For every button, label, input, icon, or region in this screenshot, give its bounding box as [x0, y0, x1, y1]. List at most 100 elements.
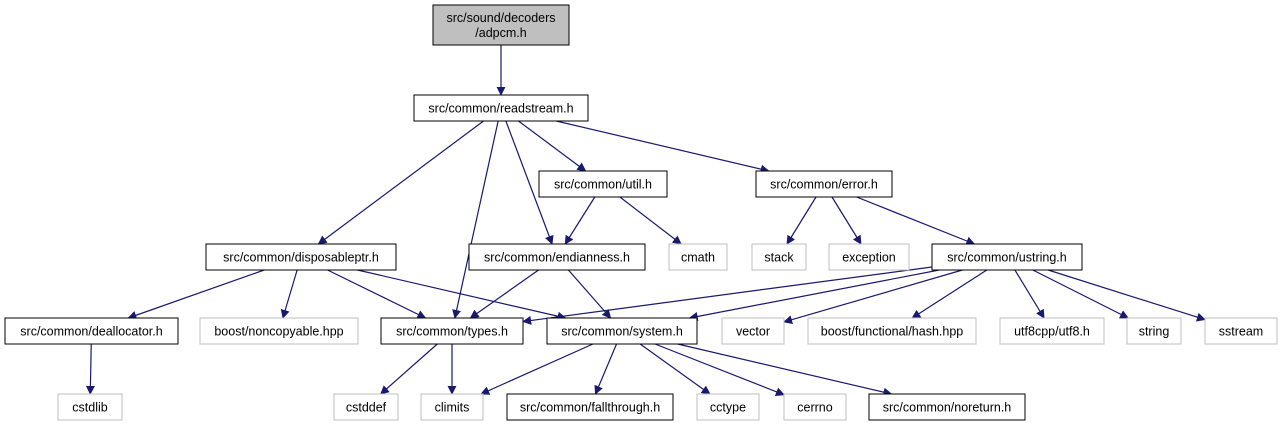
node-box — [807, 317, 977, 345]
node-box — [420, 393, 484, 421]
node-readstream[interactable]: src/common/readstream.h — [413, 94, 589, 122]
node-adpcm[interactable]: src/sound/decoders/adpcm.h — [432, 4, 570, 46]
node-label: src/common/ustring.h — [947, 251, 1067, 265]
node-label: cerrno — [797, 401, 832, 415]
node-label: src/common/endianness.h — [484, 251, 630, 265]
node-box — [828, 243, 910, 271]
node-box — [668, 243, 728, 271]
node-disposableptr[interactable]: src/common/disposableptr.h — [205, 243, 397, 271]
node-deallocator[interactable]: src/common/deallocator.h — [4, 317, 179, 345]
node-label: src/common/error.h — [770, 178, 878, 192]
node-fallthrough[interactable]: src/common/fallthrough.h — [506, 393, 674, 421]
node-sstream: sstream — [1204, 317, 1278, 345]
edge-disposableptr-to-types — [327, 269, 427, 319]
node-box — [380, 317, 524, 345]
node-label: /adpcm.h — [475, 26, 526, 40]
node-label: boost/noncopyable.hpp — [214, 325, 343, 339]
node-box — [506, 393, 674, 421]
edge-endianness-to-types — [469, 269, 539, 319]
node-box — [868, 393, 1026, 421]
edge-ustring-to-utf8 — [1014, 269, 1045, 319]
node-label: string — [1139, 325, 1170, 339]
node-label: src/common/types.h — [396, 325, 508, 339]
node-label: stack — [764, 251, 794, 265]
edge-disposableptr-to-system — [357, 269, 567, 321]
nodes: src/sound/decoders/adpcm.h src/common/rea… — [4, 4, 1278, 421]
node-box — [538, 170, 668, 198]
node-label: src/common/readstream.h — [428, 102, 573, 116]
node-hash: boost/functional/hash.hpp — [807, 317, 977, 345]
node-label: cstddef — [346, 401, 387, 415]
node-box — [432, 4, 570, 46]
edge-deallocator-to-cstdlib — [85, 343, 95, 395]
node-exception: exception — [828, 243, 910, 271]
node-label: src/common/disposableptr.h — [223, 251, 379, 265]
node-box — [783, 393, 847, 421]
node-types[interactable]: src/common/types.h — [380, 317, 524, 345]
node-label: exception — [842, 251, 896, 265]
node-string: string — [1126, 317, 1182, 345]
edge-system-to-climits — [480, 343, 594, 395]
node-util[interactable]: src/common/util.h — [538, 170, 668, 198]
node-box — [468, 243, 646, 271]
edge-ustring-to-vector — [783, 269, 963, 325]
edge-system-to-cerrno — [654, 343, 785, 397]
node-box — [4, 317, 179, 345]
node-box — [1126, 317, 1182, 345]
edge-error-to-stack — [786, 196, 817, 245]
edges — [85, 45, 1206, 397]
node-label: src/common/util.h — [554, 178, 652, 192]
edge-system-to-cctype — [639, 343, 711, 395]
node-system[interactable]: src/common/system.h — [546, 317, 698, 345]
node-label: boost/functional/hash.hpp — [821, 325, 964, 339]
node-vector: vector — [721, 317, 785, 345]
node-endianness[interactable]: src/common/endianness.h — [468, 243, 646, 271]
edge-disposableptr-to-noncopyable — [280, 269, 298, 319]
node-noreturn[interactable]: src/common/noreturn.h — [868, 393, 1026, 421]
edge-system-to-fallthrough — [594, 343, 618, 395]
edge-util-to-endianness — [564, 196, 596, 245]
node-label: climits — [435, 401, 470, 415]
edge-endianness-to-system — [567, 269, 612, 319]
node-label: sstream — [1219, 325, 1263, 339]
edge-ustring-to-types — [522, 266, 933, 325]
edge-readstream-to-error — [556, 120, 770, 174]
node-stack: stack — [751, 243, 807, 271]
node-box — [413, 94, 589, 122]
node-box — [931, 243, 1083, 271]
node-box — [696, 393, 760, 421]
node-noncopyable: boost/noncopyable.hpp — [199, 317, 359, 345]
edge-readstream-to-disposableptr — [317, 120, 484, 245]
node-label: src/common/fallthrough.h — [520, 401, 660, 415]
edge-disposableptr-to-deallocator — [127, 269, 265, 320]
node-cstdlib: cstdlib — [57, 393, 123, 421]
node-label: cmath — [681, 251, 715, 265]
node-ustring[interactable]: src/common/ustring.h — [931, 243, 1083, 271]
node-cstddef: cstddef — [333, 393, 399, 421]
node-box — [755, 170, 893, 198]
node-box — [57, 393, 123, 421]
edge-types-to-cstddef — [380, 343, 438, 395]
node-box — [1204, 317, 1278, 345]
node-box — [546, 317, 698, 345]
node-box — [999, 317, 1105, 345]
edge-error-to-exception — [831, 196, 862, 245]
node-cerrno: cerrno — [783, 393, 847, 421]
node-label: cctype — [710, 401, 746, 415]
edge-readstream-to-endianness — [505, 120, 554, 245]
node-box — [205, 243, 397, 271]
node-label: utf8cpp/utf8.h — [1014, 325, 1090, 339]
node-label: cstdlib — [72, 401, 107, 415]
node-error[interactable]: src/common/error.h — [755, 170, 893, 198]
edge-error-to-ustring — [856, 196, 976, 246]
node-utf8: utf8cpp/utf8.h — [999, 317, 1105, 345]
node-box — [333, 393, 399, 421]
edge-ustring-to-system — [688, 269, 940, 321]
edge-ustring-to-hash — [911, 269, 988, 319]
node-box — [199, 317, 359, 345]
node-label: vector — [736, 325, 770, 339]
node-label: src/sound/decoders — [446, 11, 555, 25]
edge-util-to-cmath — [619, 196, 682, 245]
node-cctype: cctype — [696, 393, 760, 421]
